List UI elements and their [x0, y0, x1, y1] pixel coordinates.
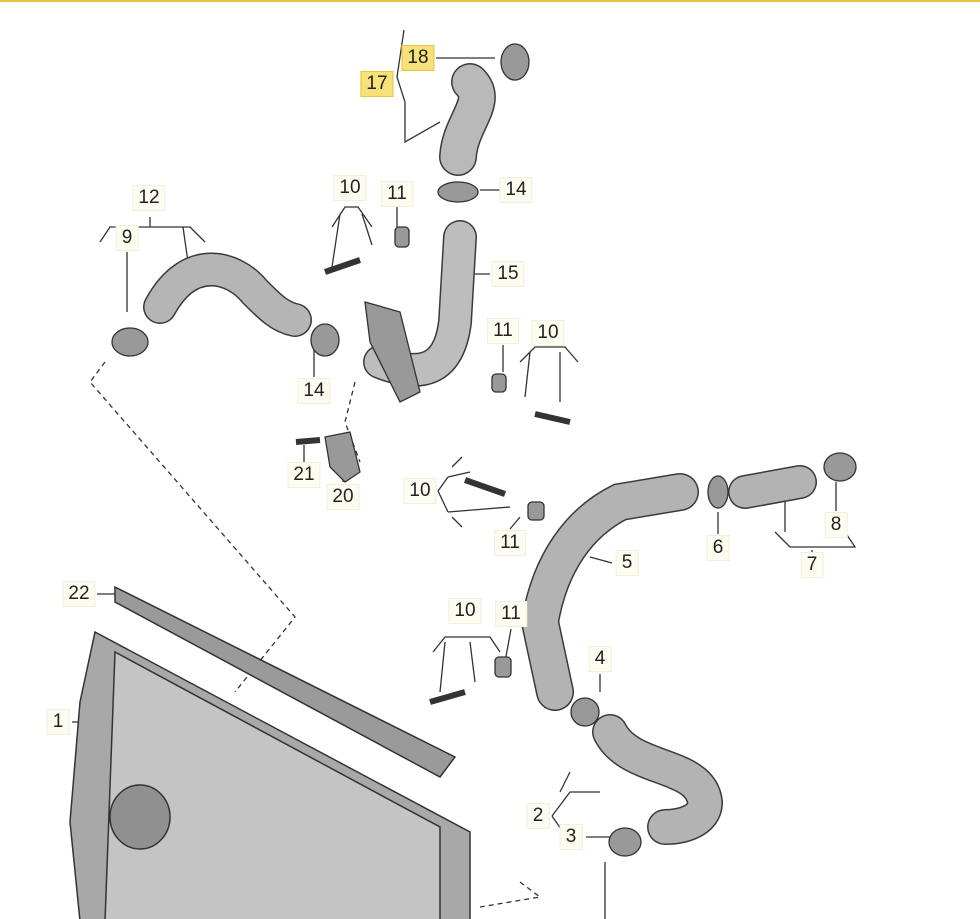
callout-11[interactable]: 11: [381, 181, 413, 207]
callout-22[interactable]: 22: [62, 581, 96, 607]
callout-11[interactable]: 11: [487, 318, 519, 344]
callout-12[interactable]: 12: [132, 185, 166, 211]
callout-10[interactable]: 10: [531, 320, 565, 346]
callout-11[interactable]: 11: [495, 601, 527, 627]
callout-11[interactable]: 11: [494, 530, 526, 556]
callout-17[interactable]: 17: [360, 71, 394, 97]
callout-10[interactable]: 10: [403, 478, 437, 504]
callout-14[interactable]: 14: [499, 177, 533, 203]
callout-10[interactable]: 10: [333, 175, 367, 201]
callout-9[interactable]: 9: [115, 225, 139, 251]
leader-17: [396, 29, 441, 144]
callout-8[interactable]: 8: [824, 512, 848, 538]
callout-14[interactable]: 14: [297, 378, 331, 404]
callout-2[interactable]: 2: [526, 803, 550, 829]
seal-strip: [114, 585, 457, 778]
callout-10[interactable]: 10: [448, 598, 482, 624]
leader-10a: [331, 206, 373, 268]
callout-15[interactable]: 15: [491, 261, 525, 287]
callout-18[interactable]: 18: [401, 45, 435, 71]
callout-20[interactable]: 20: [326, 484, 360, 510]
callout-6[interactable]: 6: [706, 535, 730, 561]
callout-21[interactable]: 21: [287, 462, 321, 488]
callout-4[interactable]: 4: [588, 646, 612, 672]
callout-1[interactable]: 1: [46, 709, 70, 735]
callout-7[interactable]: 7: [800, 552, 824, 578]
callout-5[interactable]: 5: [615, 550, 639, 576]
callout-3[interactable]: 3: [559, 824, 583, 850]
